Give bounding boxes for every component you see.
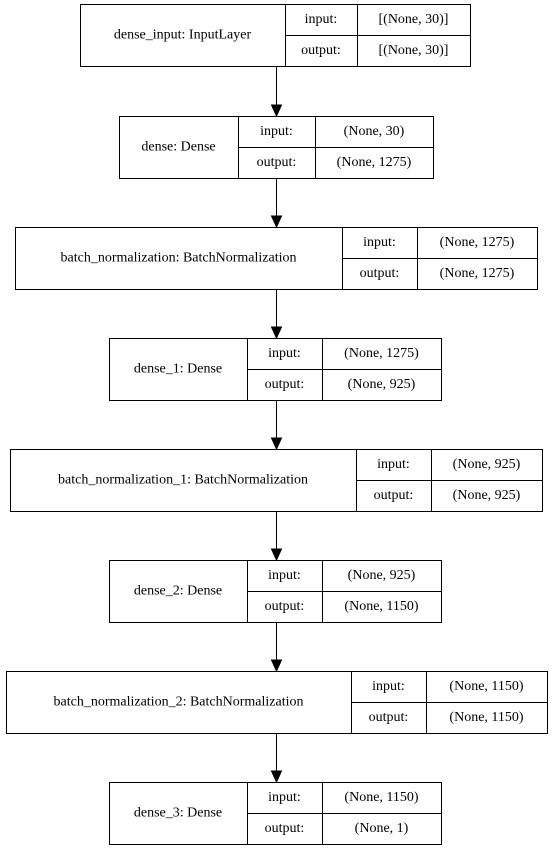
input-shape: (None, 1275) (344, 346, 419, 361)
input-shape: (None, 30) (344, 124, 405, 139)
connector-arrow (270, 734, 283, 784)
arrowhead-icon (270, 437, 283, 451)
input-label: input: (268, 346, 301, 361)
layer-node: dense_1: Dense input: output: (None, 1275) (… (109, 338, 442, 401)
input-shape: (None, 925) (453, 457, 521, 472)
output-shape: (None, 925) (453, 488, 521, 503)
arrowhead-icon (270, 659, 283, 673)
output-label: output: (301, 43, 341, 58)
output-label: output: (257, 155, 297, 170)
output-label: output: (265, 599, 305, 614)
layer-name: dense_2: Dense (134, 584, 222, 599)
input-shape: (None, 1150) (344, 790, 418, 805)
layer-name: dense_1: Dense (134, 362, 222, 377)
input-shape: (None, 1150) (449, 679, 523, 694)
arrowhead-icon (270, 548, 283, 562)
connector-arrow (270, 290, 283, 340)
connector-arrow (270, 623, 283, 673)
output-label: output: (265, 377, 305, 392)
layer-name: dense: Dense (141, 140, 215, 155)
input-label: input: (372, 679, 405, 694)
input-label: input: (268, 790, 301, 805)
output-label: output: (265, 821, 305, 836)
layer-node: dense_3: Dense input: output: (None, 1150) (… (109, 782, 442, 845)
input-label: input: (305, 12, 338, 27)
connector-arrow (270, 67, 283, 118)
layer-node: batch_normalization_2: BatchNormalizatio… (6, 671, 548, 734)
layer-name: batch_normalization_2: BatchNormalizatio… (54, 695, 304, 710)
arrowhead-icon (270, 770, 283, 784)
input-label: input: (363, 235, 396, 250)
connector-arrow (270, 401, 283, 451)
layer-node: dense_input: InputLayer input: output: [(No… (80, 4, 471, 67)
output-label: output: (374, 488, 414, 503)
input-label: input: (260, 124, 293, 139)
layer-node: batch_normalization_1: BatchNormalizatio… (10, 449, 543, 512)
input-label: input: (268, 568, 301, 583)
layer-name: batch_normalization: BatchNormalization (61, 251, 297, 266)
output-label: output: (369, 710, 409, 725)
connector-arrow (270, 512, 283, 562)
output-label: output: (360, 266, 400, 281)
input-shape: [(None, 30)] (379, 12, 449, 27)
output-shape: [(None, 30)] (379, 43, 449, 58)
output-shape: (None, 1150) (344, 599, 418, 614)
input-shape: (None, 1275) (440, 235, 515, 250)
arrowhead-icon (270, 326, 283, 340)
output-shape: (None, 1275) (337, 155, 412, 170)
output-shape: (None, 1275) (440, 266, 515, 281)
input-label: input: (377, 457, 410, 472)
layer-name: batch_normalization_1: BatchNormalizatio… (58, 473, 308, 488)
layer-name: dense_3: Dense (134, 806, 222, 821)
arrowhead-icon (270, 104, 283, 118)
connector-arrow (270, 179, 283, 229)
input-shape: (None, 925) (348, 568, 416, 583)
output-shape: (None, 925) (348, 377, 416, 392)
output-shape: (None, 1150) (449, 710, 523, 725)
layer-node: dense: Dense input: output: (None, 30) (None… (119, 116, 434, 179)
layer-node: batch_normalization: BatchNormalization i… (15, 227, 538, 290)
output-shape: (None, 1) (355, 821, 409, 836)
layer-name: dense_input: InputLayer (114, 28, 252, 43)
arrowhead-icon (270, 215, 283, 229)
layer-node: dense_2: Dense input: output: (None, 925) (N… (109, 560, 442, 623)
